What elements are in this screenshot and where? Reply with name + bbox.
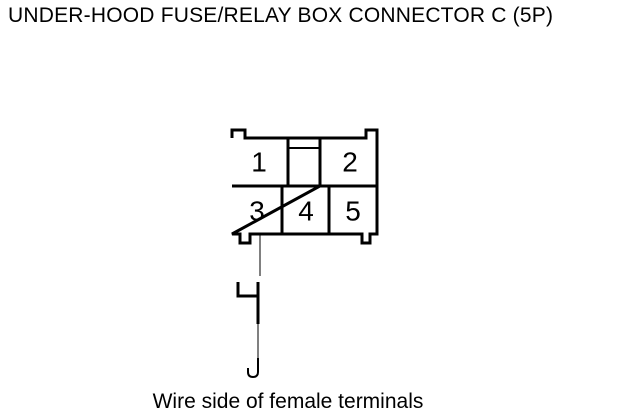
pin-2-label: 2 [342, 147, 358, 178]
pin-1-label: 1 [251, 147, 267, 178]
pin-3-label: 3 [249, 196, 265, 227]
wire-terminal-3 [236, 234, 261, 379]
wire-break-icon [236, 282, 260, 324]
diagram-title: UNDER-HOOD FUSE/RELAY BOX CONNECTOR C (5… [8, 4, 554, 27]
caption: Wire side of female terminals [152, 390, 424, 413]
locking-tab [286, 136, 322, 186]
pin-4-label: 4 [298, 196, 314, 227]
wire-end-icon [247, 358, 259, 379]
pin-5-label: 5 [345, 196, 361, 227]
